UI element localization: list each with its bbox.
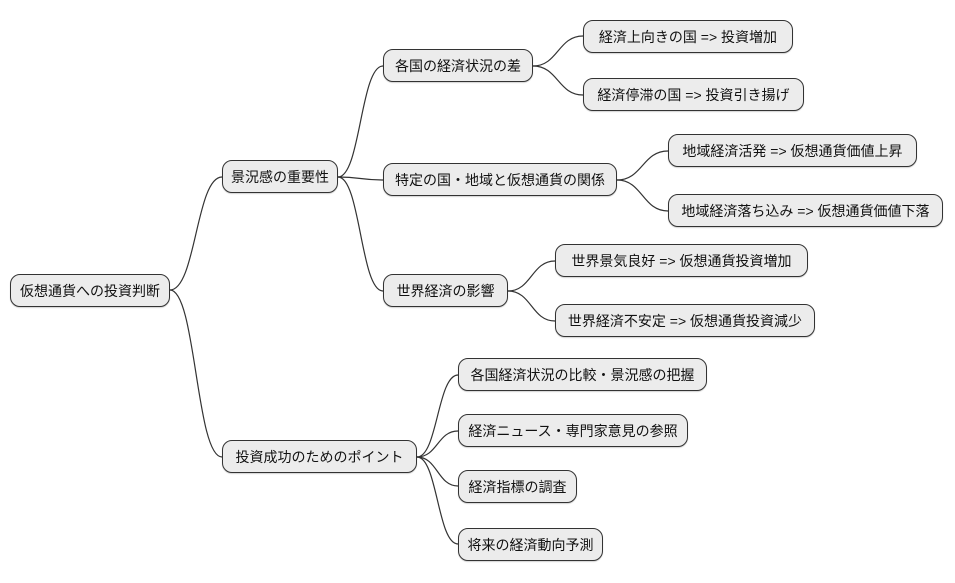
edge-points-to-indicators (416, 456, 459, 487)
node-region-crypto-relation: 特定の国・地域と仮想通貨の関係 (383, 163, 617, 196)
edge-points-to-compare (416, 374, 459, 458)
edge-sentiment-to-country-gap (337, 65, 384, 178)
edge-world-to-good (507, 260, 556, 292)
edge-root-to-success-points (169, 289, 223, 458)
edge-region-to-declining (616, 179, 669, 212)
edge-sentiment-to-region-relation (337, 176, 384, 181)
node-declining-region-value-down: 地域経済落ち込み => 仮想通貨価値下落 (668, 194, 943, 227)
edge-points-to-news (416, 430, 459, 458)
edge-country-gap-to-stagnant (532, 65, 584, 96)
node-active-region-value-up: 地域経済活発 => 仮想通貨価値上昇 (668, 134, 917, 167)
node-rising-economy-invest-up: 経済上向きの国 => 投資増加 (583, 20, 793, 53)
edge-world-to-unstable (507, 290, 556, 322)
node-world-economy-impact: 世界経済の影響 (383, 274, 508, 307)
node-future-economy-forecast: 将来の経済動向予測 (458, 528, 603, 561)
edge-country-gap-to-rising (532, 35, 584, 67)
node-country-economy-gap: 各国の経済状況の差 (383, 49, 533, 82)
node-sentiment-importance: 景況感の重要性 (222, 160, 338, 193)
node-compare-country-economies: 各国経済状況の比較・景況感の把握 (458, 358, 707, 391)
edge-root-to-sentiment-importance (169, 176, 223, 291)
node-news-expert-opinions: 経済ニュース・専門家意見の参照 (458, 414, 688, 447)
node-unstable-world-economy-invest-down: 世界経済不安定 => 仮想通貨投資減少 (555, 304, 815, 337)
edge-points-to-forecast (416, 456, 459, 545)
node-good-world-economy-invest-up: 世界景気良好 => 仮想通貨投資増加 (555, 244, 808, 277)
node-investment-success-points: 投資成功のためのポイント (222, 440, 417, 473)
node-root-crypto-investment-decision: 仮想通貨への投資判断 (10, 274, 170, 307)
node-economic-indicators-research: 経済指標の調査 (458, 470, 577, 503)
node-stagnant-economy-withdraw: 経済停滞の国 => 投資引き揚げ (583, 78, 804, 111)
edge-region-to-active (616, 150, 669, 181)
edge-sentiment-to-world-impact (337, 176, 384, 292)
